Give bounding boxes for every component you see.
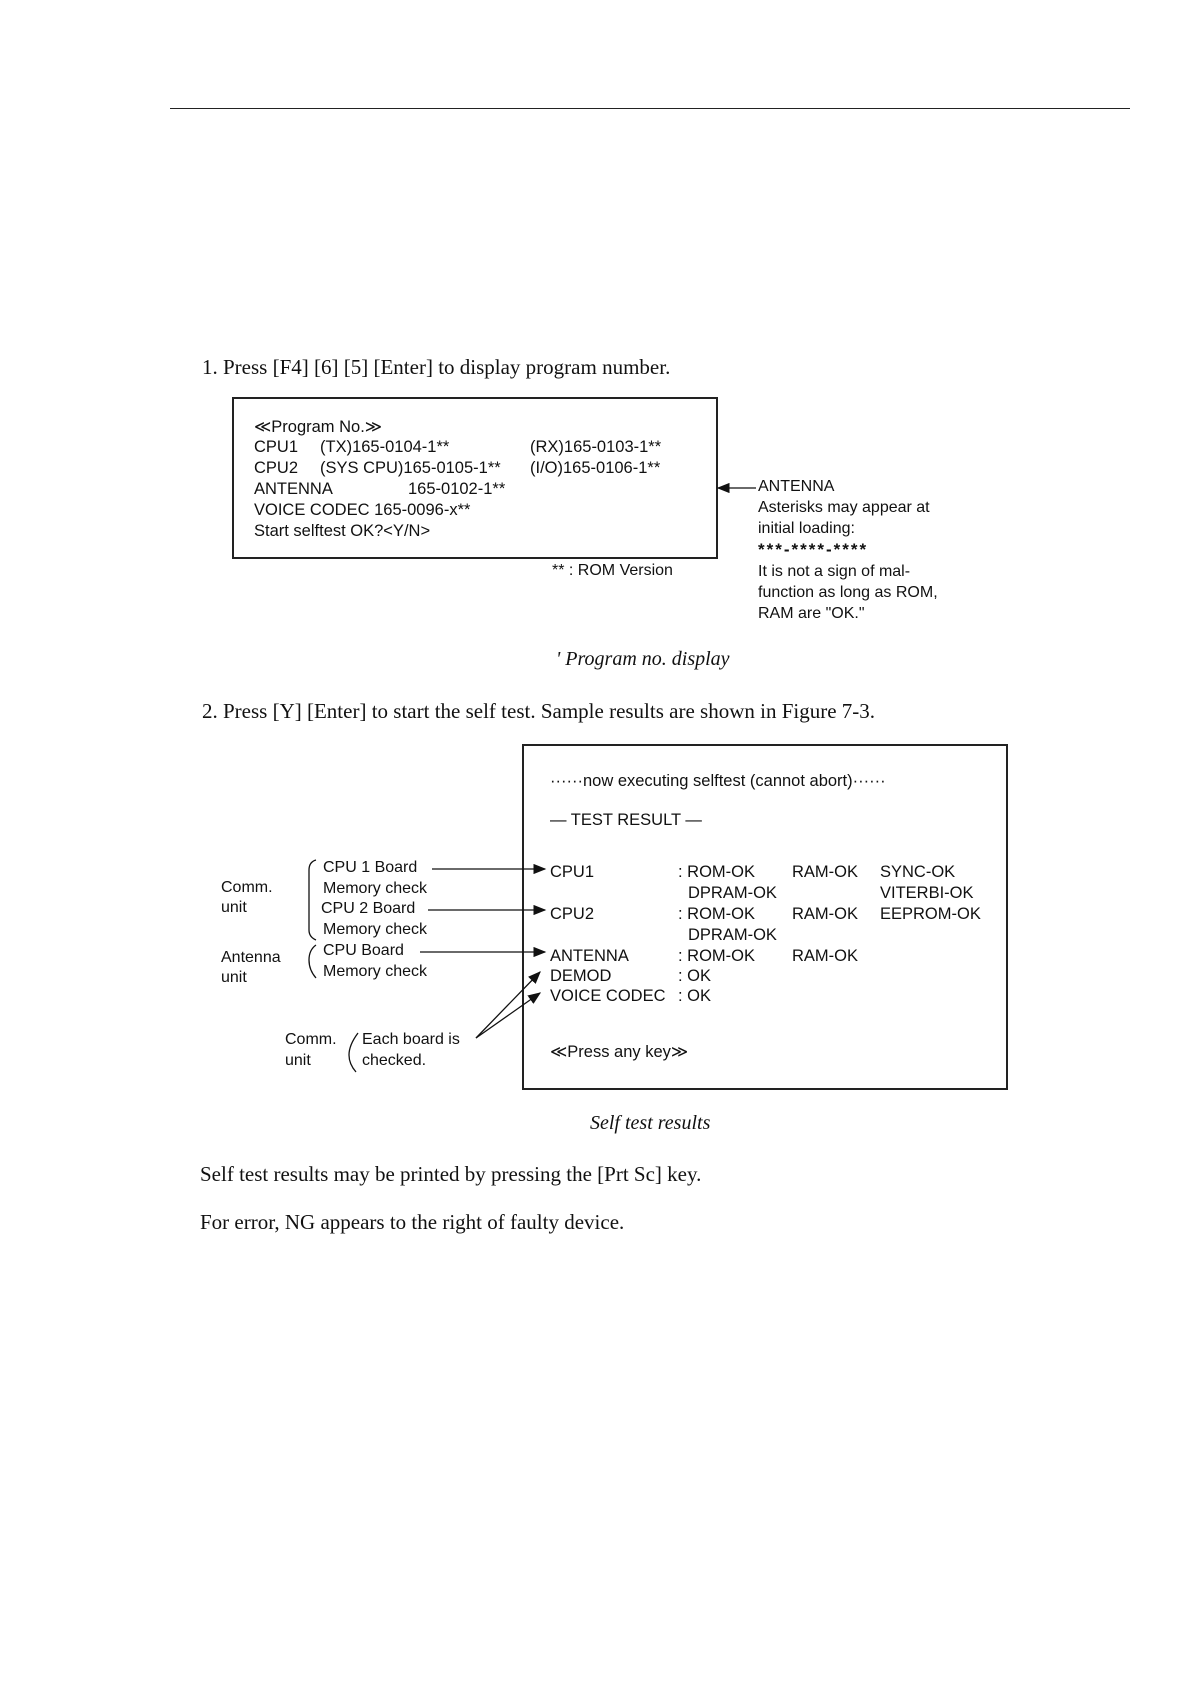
comm-unit-2-label-line2: unit: [285, 1052, 311, 1069]
antenna-note-line5: function as long as ROM,: [758, 584, 938, 601]
antenna-version: 165-0102-1**: [408, 480, 506, 498]
result-cpu1-ram: RAM-OK: [792, 863, 858, 881]
comm-unit-2-bracket: [348, 1032, 359, 1073]
result-cpu1-dpram: DPRAM-OK: [688, 884, 777, 902]
demod-check-arrow: [475, 971, 541, 1039]
figure-caption-self-test: Self test results: [590, 1112, 711, 1134]
figure-caption-program-no: ' Program no. display: [556, 648, 730, 670]
paragraph-print-results: Self test results may be printed by pres…: [200, 1162, 702, 1186]
cpu2-board-label: CPU 2 Board: [321, 900, 416, 917]
antenna-note-line4: It is not a sign of mal-: [758, 563, 911, 580]
result-cpu1-rom: : ROM-OK: [678, 863, 755, 881]
cpu2-io-version: (I/O)165-0106-1**: [530, 459, 661, 477]
result-cpu1-sync: SYNC-OK: [880, 863, 956, 881]
result-cpu2-eeprom: EEPROM-OK: [880, 905, 981, 923]
each-board-checked-line2: checked.: [362, 1052, 427, 1069]
antenna-note-asterisks: ***-****-****: [758, 540, 869, 559]
result-demod-name: DEMOD: [550, 967, 612, 985]
voice-codec-check-arrow: [475, 992, 542, 1039]
cpu1-label: CPU1: [254, 438, 299, 456]
result-cpu2-ram: RAM-OK: [792, 905, 858, 923]
program-no-title: ≪Program No.≫: [254, 418, 383, 436]
header-rule: [170, 108, 1130, 109]
voice-codec-version: VOICE CODEC 165-0096-x**: [254, 501, 471, 519]
cpu1-board-label: CPU 1 Board: [323, 859, 418, 876]
antenna-label: ANTENNA: [254, 480, 333, 498]
rom-version-note: ** : ROM Version: [552, 562, 673, 579]
test-result-header: — TEST RESULT —: [550, 811, 702, 829]
cpu2-memory-check-label: Memory check: [323, 921, 428, 938]
cpu2-label: CPU2: [254, 459, 299, 477]
antenna-memory-check-label: Memory check: [323, 963, 428, 980]
cpu2-sys-version: (SYS CPU)165-0105-1**: [320, 459, 501, 477]
result-cpu1-name: CPU1: [550, 863, 595, 881]
result-demod-status: : OK: [678, 967, 712, 985]
result-antenna-name: ANTENNA: [550, 947, 629, 965]
step-1-instruction: 1. Press [F4] [6] [5] [Enter] to display…: [202, 355, 671, 379]
result-cpu1-viterbi: VITERBI-OK: [880, 884, 974, 902]
program-number-screen: ≪Program No.≫ CPU1 (TX)165-0104-1** (RX)…: [232, 397, 718, 559]
paragraph-error-ng: For error, NG appears to the right of fa…: [200, 1210, 625, 1234]
result-cpu2-name: CPU2: [550, 905, 595, 923]
cpu1-tx-version: (TX)165-0104-1**: [320, 438, 450, 456]
antenna-unit-label-line1: Antenna: [221, 949, 281, 966]
each-board-checked-line1: Each board is: [362, 1031, 460, 1048]
cpu1-memory-check-label: Memory check: [323, 880, 428, 897]
comm-unit-label-line1: Comm.: [221, 879, 273, 896]
result-cpu2-dpram: DPRAM-OK: [688, 926, 777, 944]
antenna-note-label: ANTENNA: [758, 478, 835, 495]
executing-message: ······now executing selftest (cannot abo…: [550, 772, 886, 790]
press-any-key-message: ≪Press any key≫: [550, 1043, 689, 1061]
step-2-instruction: 2. Press [Y] [Enter] to start the self t…: [202, 699, 876, 723]
comm-unit-bracket: [308, 859, 317, 941]
antenna-note-line2: initial loading:: [758, 520, 855, 537]
antenna-unit-bracket: [308, 944, 317, 979]
antenna-cpu-board-label: CPU Board: [323, 942, 404, 959]
result-voice-codec-status: : OK: [678, 987, 712, 1005]
cpu1-rx-version: (RX)165-0103-1**: [530, 438, 662, 456]
selftest-prompt: Start selftest OK?<Y/N>: [254, 522, 431, 540]
self-test-results-screen: ······now executing selftest (cannot abo…: [522, 744, 1008, 1090]
comm-unit-2-label-line1: Comm.: [285, 1031, 337, 1048]
result-antenna-rom: : ROM-OK: [678, 947, 755, 965]
result-voice-codec-name: VOICE CODEC: [550, 987, 666, 1005]
antenna-note-line1: Asterisks may appear at: [758, 499, 930, 516]
antenna-unit-label-line2: unit: [221, 969, 247, 986]
result-cpu2-rom: : ROM-OK: [678, 905, 755, 923]
comm-unit-label-line2: unit: [221, 899, 247, 916]
result-antenna-ram: RAM-OK: [792, 947, 858, 965]
antenna-note-line6: RAM are "OK.": [758, 605, 865, 622]
